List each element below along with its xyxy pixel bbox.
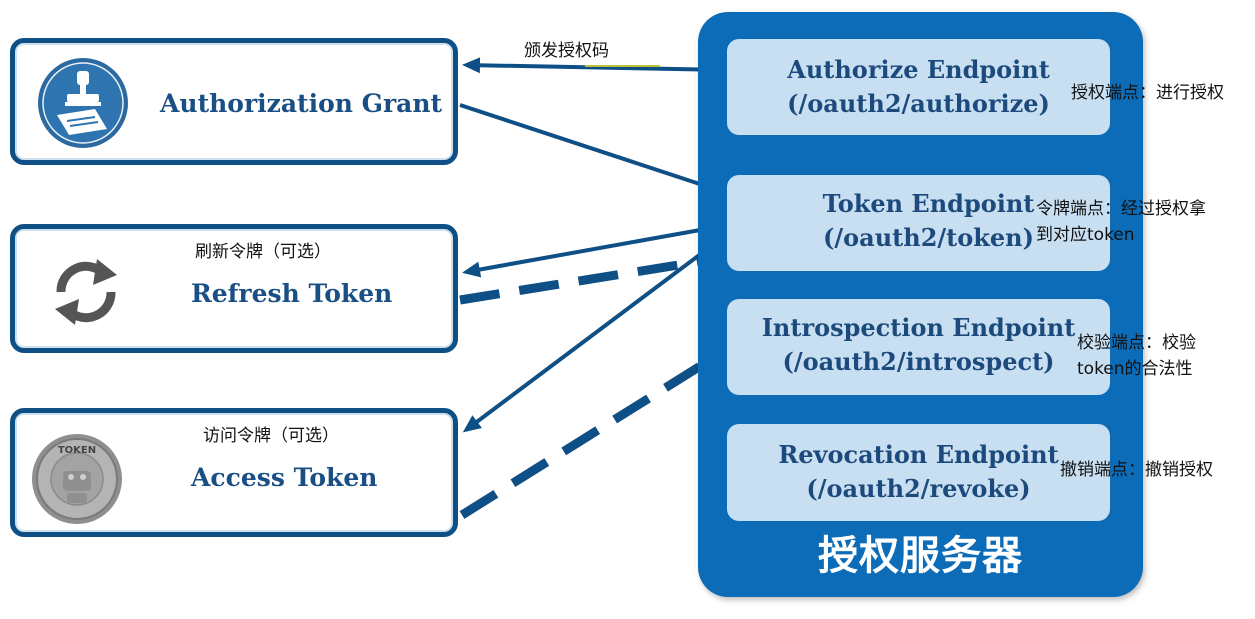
arrow-issue-code bbox=[462, 57, 729, 74]
arrow-token-to-refresh bbox=[462, 223, 729, 278]
introspection-endpoint: Introspection Endpoint (/oauth2/introspe… bbox=[727, 299, 1110, 395]
arrow-grant-to-token bbox=[459, 103, 728, 196]
introspection-note-line-1: 校验端点：校验 bbox=[1077, 333, 1196, 353]
authorize-note-line-1: 授权端点：进行授权 bbox=[1071, 83, 1224, 103]
token-endpoint-name: Token Endpoint bbox=[822, 189, 1035, 218]
authorize-endpoint-name: Authorize Endpoint bbox=[787, 55, 1050, 84]
token-endpoint: Token Endpoint (/oauth2/token) bbox=[727, 175, 1110, 271]
refresh-token-caption: 刷新令牌（可选） bbox=[195, 242, 331, 262]
revocation-note-line-1: 撤销端点：撤销授权 bbox=[1060, 460, 1213, 480]
introspection-endpoint-note: 校验端点：校验 token的合法性 bbox=[1077, 330, 1196, 382]
token-note-line-1: 令牌端点：经过授权拿 bbox=[1036, 199, 1206, 219]
revocation-endpoint: Revocation Endpoint (/oauth2/revoke) bbox=[727, 424, 1110, 521]
authorize-endpoint-path: (/oauth2/authorize) bbox=[787, 89, 1050, 118]
token-note-line-2: 到对应token bbox=[1036, 225, 1135, 245]
access-token-card: TOKEN 访问令牌（可选） Access Token bbox=[10, 408, 458, 537]
coin-text: TOKEN bbox=[58, 445, 96, 456]
stamp-icon bbox=[38, 58, 128, 148]
arrow-access-to-introspect-dashed bbox=[459, 346, 730, 519]
introspection-endpoint-name: Introspection Endpoint bbox=[761, 313, 1076, 342]
arrow-token-to-access bbox=[462, 230, 732, 433]
authorize-endpoint: Authorize Endpoint (/oauth2/authorize) bbox=[727, 39, 1110, 135]
issue-code-label: 颁发授权码 bbox=[524, 41, 609, 61]
token-endpoint-path: (/oauth2/token) bbox=[823, 223, 1034, 252]
authorization-server-panel: Authorize Endpoint (/oauth2/authorize) T… bbox=[698, 12, 1143, 597]
authorize-endpoint-note: 授权端点：进行授权 bbox=[1071, 80, 1224, 106]
introspection-endpoint-path: (/oauth2/introspect) bbox=[782, 347, 1055, 376]
revocation-endpoint-path: (/oauth2/revoke) bbox=[806, 474, 1031, 503]
server-title: 授权服务器 bbox=[818, 533, 1023, 579]
access-token-caption: 访问令牌（可选） bbox=[203, 426, 339, 446]
refresh-token-card: 刷新令牌（可选） Refresh Token bbox=[10, 224, 458, 353]
authorization-grant-title: Authorization Grant bbox=[160, 89, 443, 118]
revocation-endpoint-name: Revocation Endpoint bbox=[778, 440, 1059, 469]
authorization-grant-card: Authorization Grant bbox=[10, 38, 458, 165]
revocation-endpoint-note: 撤销端点：撤销授权 bbox=[1060, 457, 1213, 483]
access-token-title: Access Token bbox=[191, 463, 378, 492]
introspection-note-line-2: token的合法性 bbox=[1077, 359, 1193, 379]
arrow-refresh-to-token-dashed bbox=[459, 252, 726, 305]
refresh-icon bbox=[55, 259, 117, 325]
token-coin-icon: TOKEN bbox=[32, 434, 122, 524]
token-endpoint-note: 令牌端点：经过授权拿 到对应token bbox=[1036, 196, 1206, 248]
refresh-token-title: Refresh Token bbox=[191, 279, 393, 308]
